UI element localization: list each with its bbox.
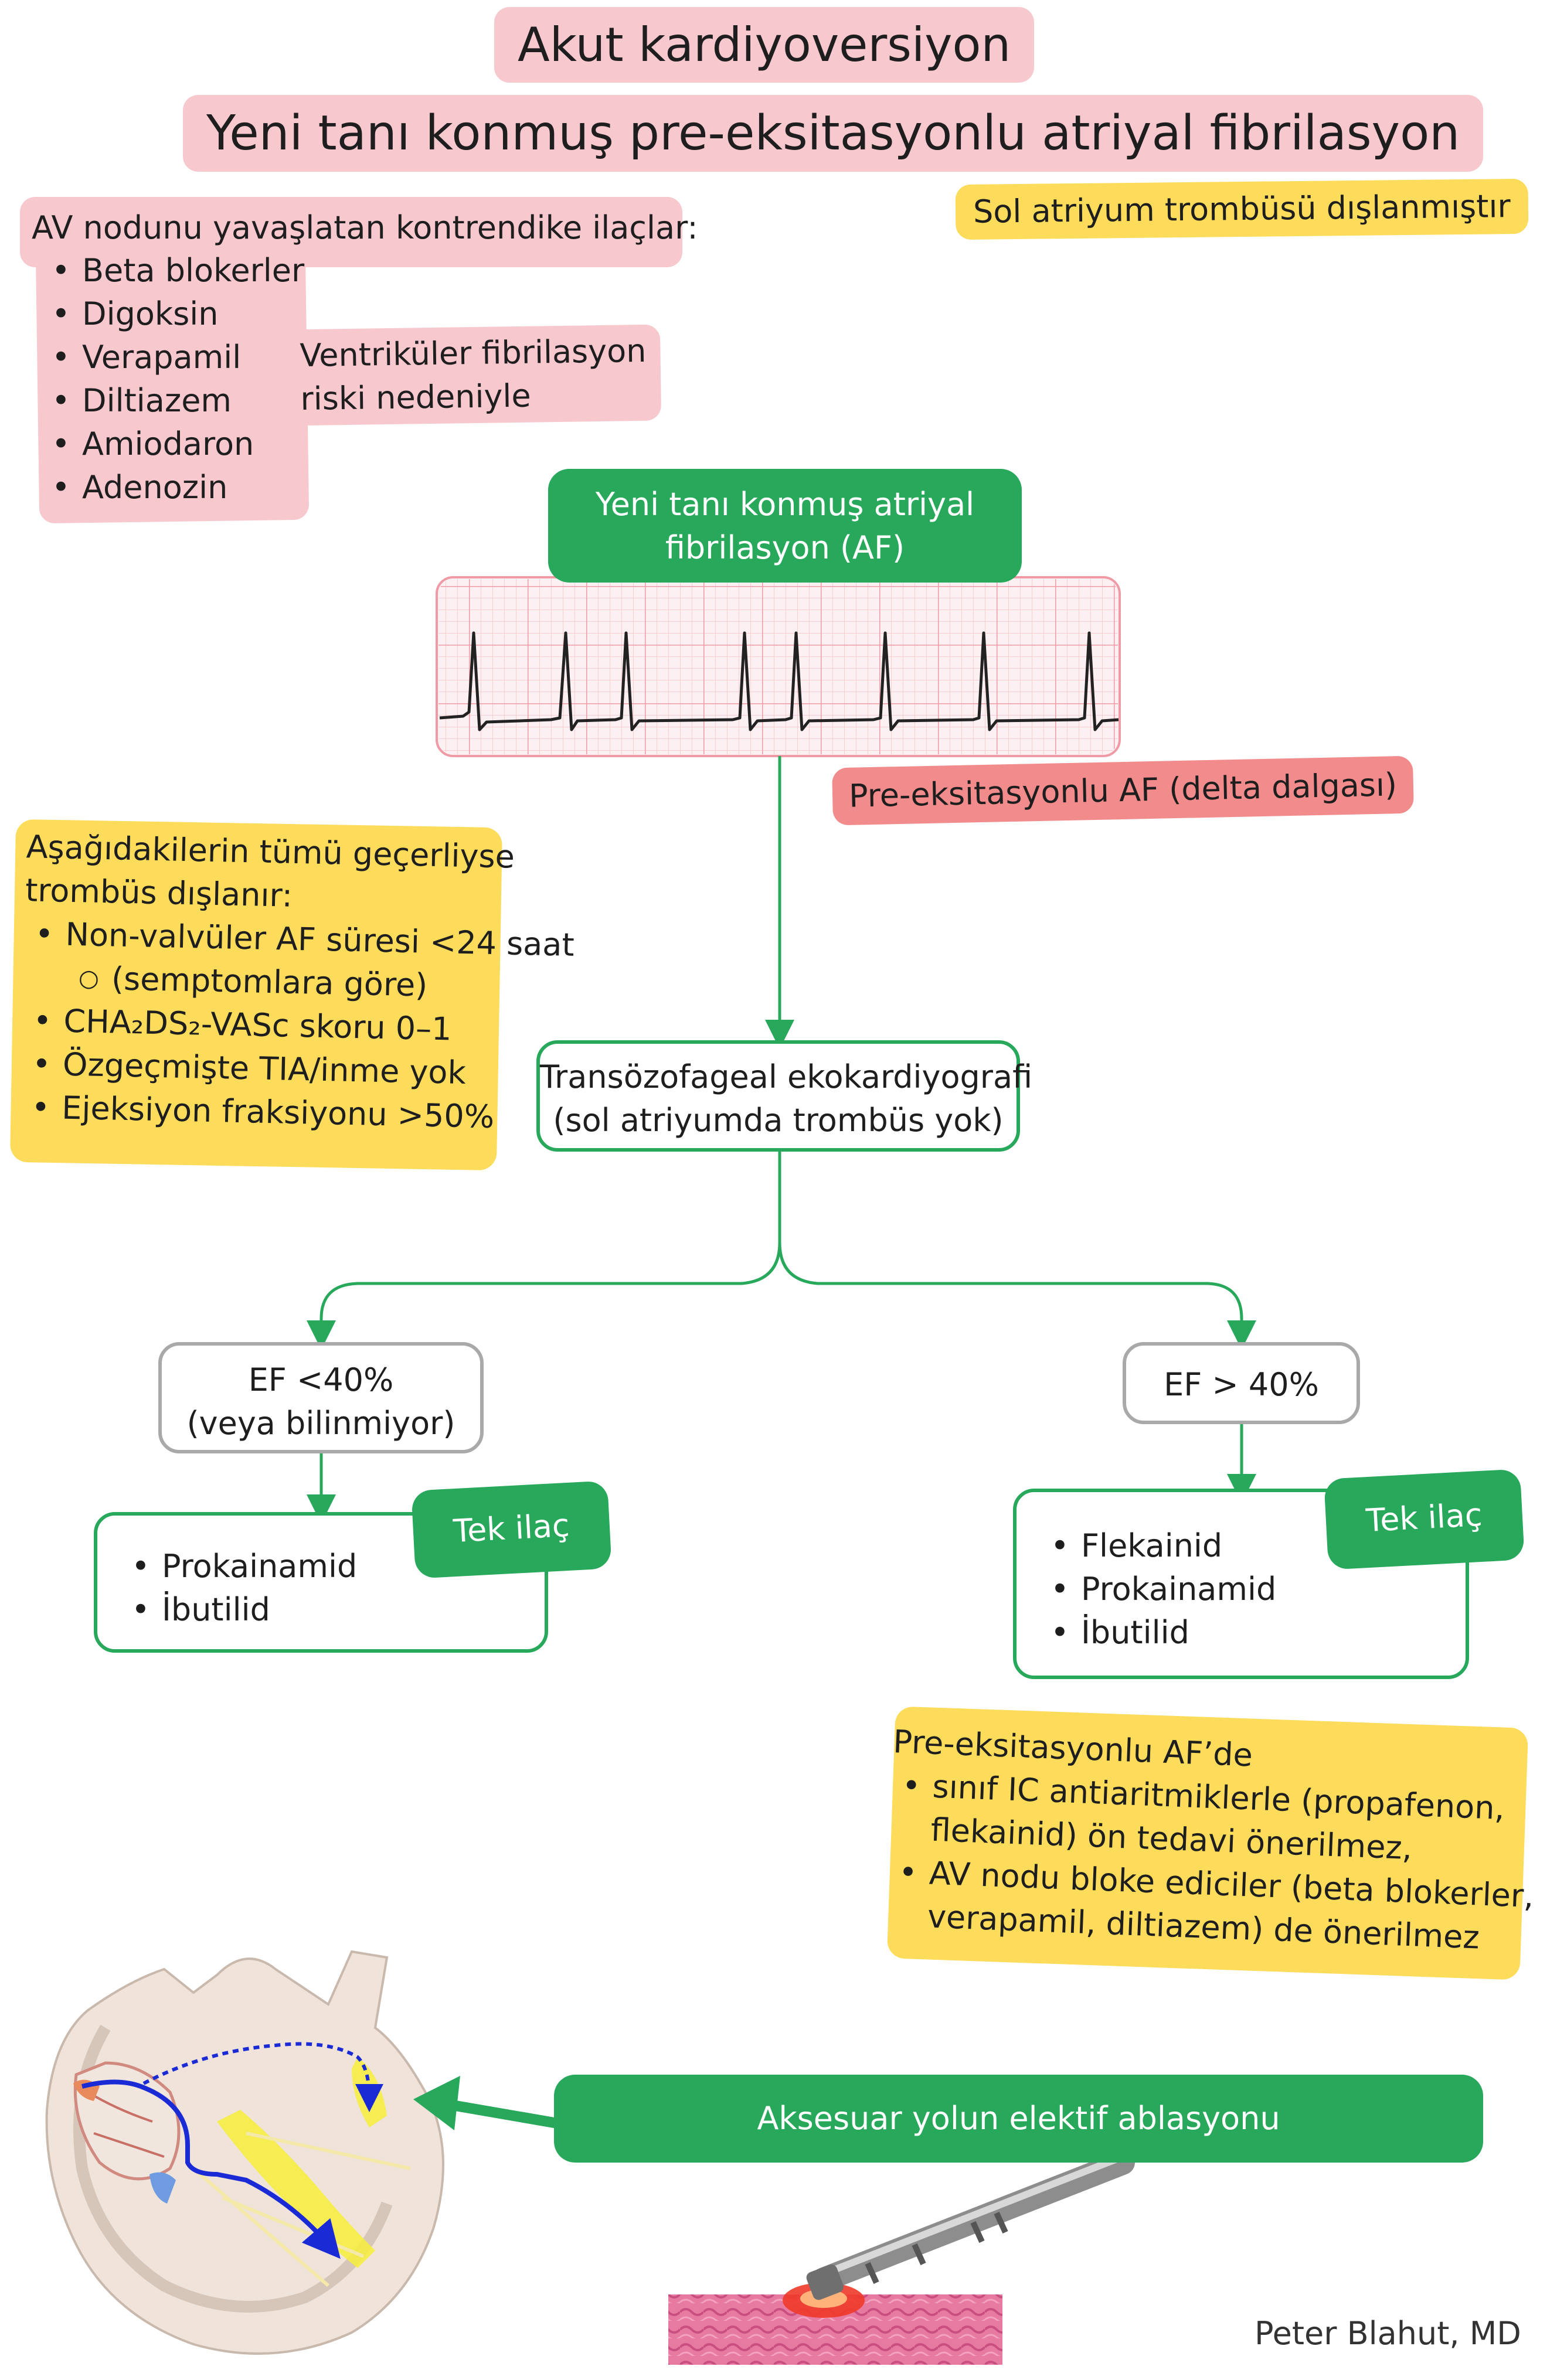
drug-digoxin: Digoksin	[41, 292, 304, 336]
ablation-arrow	[440, 2099, 559, 2128]
single-drug-badge-left: Tek ilaç	[411, 1480, 612, 1579]
left-drug-procainamide: Prokainamid	[121, 1545, 545, 1588]
ecg-strip	[436, 576, 1121, 757]
ef-low-line1: EF <40%	[248, 1361, 394, 1398]
drug-verapamil: Verapamil	[41, 336, 304, 379]
thrombus-excluded-note: Sol atriyum trombüsü dışlanmıştır	[955, 178, 1529, 240]
ef-low-node: EF <40% (veya bilinmiyor)	[158, 1342, 484, 1453]
author-credit: Peter Blahut, MD	[1255, 2315, 1521, 2352]
contraindicated-list: Beta blokerler Digoksin Verapamil Diltia…	[41, 249, 304, 509]
catheter-illustration	[668, 2150, 1135, 2365]
tee-line1: Transözofageal ekokardiyografi	[540, 1058, 1033, 1095]
ablation-node: Aksesuar yolun elektif ablasyonu	[554, 2075, 1483, 2163]
left-drug-ibutilide: İbutilid	[121, 1588, 545, 1632]
drug-beta-blockers: Beta blokerler	[41, 249, 304, 292]
preexcited-af-label: Pre-eksitasyonlu AF (delta dalgası)	[832, 755, 1415, 826]
ablation-arrowhead	[413, 2076, 460, 2130]
vf-risk-line2: riski nedeniyle	[300, 377, 532, 418]
tee-node: Transözofageal ekokardiyografi (sol atri…	[536, 1040, 1033, 1152]
single-drug-badge-right: Tek ilaç	[1324, 1469, 1525, 1570]
title-acute-cardioversion: Akut kardiyoversiyon	[494, 7, 1035, 83]
flow-connectors	[307, 756, 1256, 1524]
new-af-node: Yeni tanı konmuş atriyal fibrilasyon (AF…	[548, 469, 1022, 583]
heart-illustration	[45, 1950, 444, 2355]
left-treatment-box: Prokainamid İbutilid	[94, 1512, 548, 1653]
tee-line2: (sol atriyumda trombüs yok)	[553, 1102, 1004, 1139]
new-af-line2: fibrilasyon (AF)	[665, 529, 905, 566]
drug-amiodarone: Amiodaron	[41, 423, 304, 466]
right-drug-flecainide: Flekainid	[1040, 1524, 1466, 1568]
ef-high-node: EF > 40%	[1123, 1342, 1360, 1424]
new-af-line1: Yeni tanı konmuş atriyal	[595, 486, 975, 523]
right-drug-ibutilide: İbutilid	[1040, 1611, 1466, 1654]
title-preexcited-af: Yeni tanı konmuş pre-eksitasyonlu atriya…	[183, 95, 1484, 172]
ef-low-line2: (veya bilinmiyor)	[186, 1405, 455, 1442]
vf-risk-line1: Ventriküler fibrilasyon	[300, 332, 647, 374]
warning-note: Pre-eksitasyonlu AF’de sınıf IC antiarit…	[886, 1720, 1539, 1962]
drug-diltiazem: Diltiazem	[41, 379, 304, 423]
right-drug-procainamide: Prokainamid	[1040, 1568, 1466, 1611]
vf-risk-note: Ventriküler fibrilasyon riski nedeniyle	[285, 324, 662, 426]
exclusion-criteria-card: Aşağıdakilerin tümü geçerliyse trombüs d…	[21, 825, 577, 1140]
contraindicated-heading: AV nodunu yavaşlatan kontrendike ilaçlar…	[32, 209, 698, 246]
drug-adenosine: Adenozin	[41, 466, 304, 509]
